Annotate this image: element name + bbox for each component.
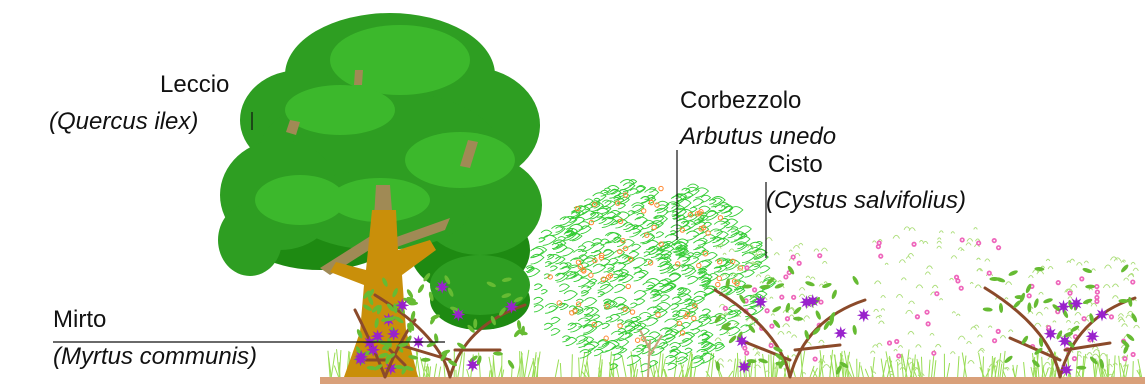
soil-strip (320, 377, 1145, 384)
leccio-latin-name: (Quercus ilex) (49, 110, 198, 134)
arbutus-shrub (526, 180, 776, 377)
corbezzolo-latin-name: Arbutus unedo (680, 125, 836, 149)
cisto-latin-name: (Cystus salvifolius) (766, 189, 966, 213)
cisto-common-name: Cisto (768, 153, 823, 177)
mirto-latin-name: (Myrtus communis) (53, 345, 257, 369)
leccio-common-name: Leccio (160, 73, 229, 97)
corbezzolo-common-name: Corbezzolo (680, 89, 801, 113)
mirto-common-name: Mirto (53, 308, 106, 332)
